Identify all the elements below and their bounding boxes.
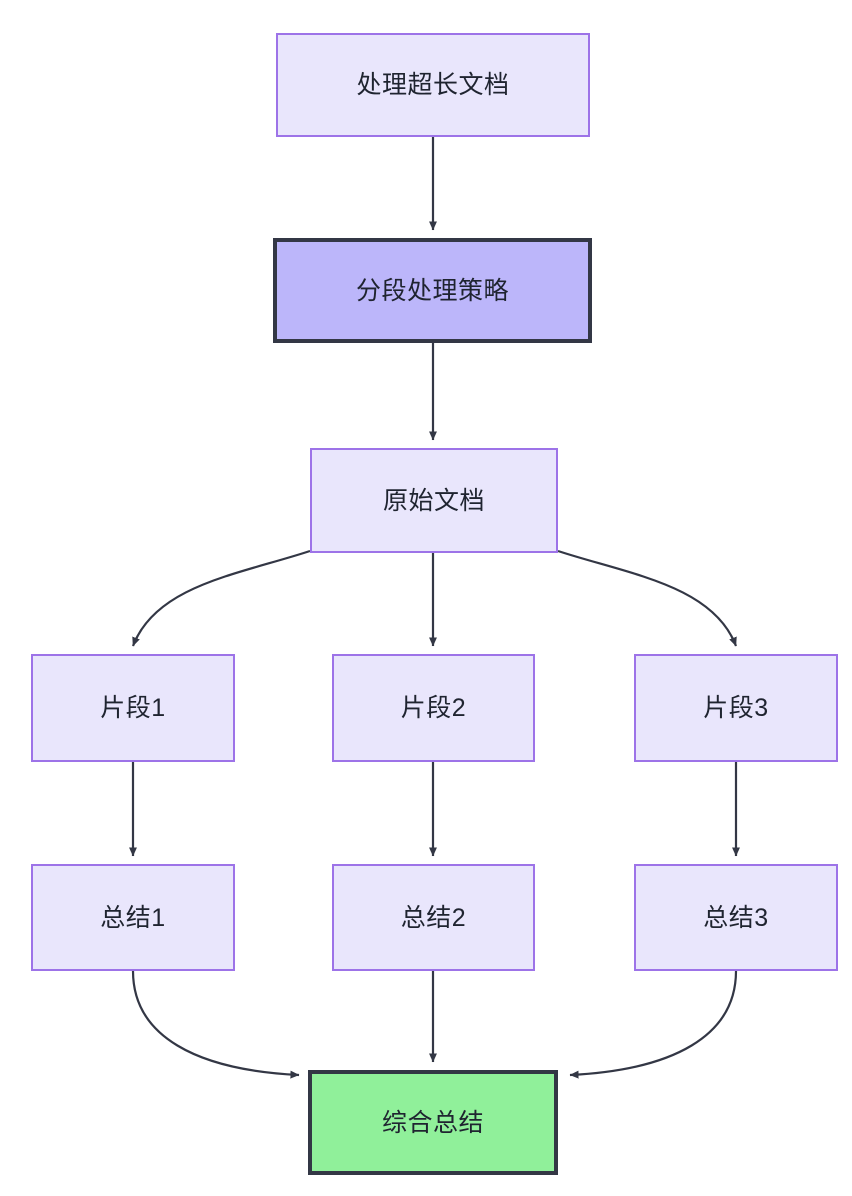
- node-chunk-3[interactable]: 片段3: [634, 654, 838, 762]
- node-long-doc[interactable]: 处理超长文档: [276, 33, 590, 137]
- node-strategy[interactable]: 分段处理策略: [273, 238, 592, 343]
- node-label: 综合总结: [381, 1108, 484, 1137]
- node-label: 总结3: [703, 903, 769, 932]
- node-label: 总结2: [400, 903, 467, 932]
- node-label: 片段1: [100, 694, 166, 722]
- node-chunk-2[interactable]: 片段2: [332, 654, 535, 762]
- node-summary-1[interactable]: 总结1: [31, 864, 235, 971]
- node-label: 处理超长文档: [356, 71, 510, 99]
- node-label: 总结1: [100, 903, 166, 932]
- node-chunk-1[interactable]: 片段1: [31, 654, 235, 762]
- node-source-doc[interactable]: 原始文档: [310, 448, 558, 553]
- node-label: 原始文档: [382, 486, 485, 515]
- node-final[interactable]: 综合总结: [308, 1070, 558, 1175]
- node-label: 分段处理策略: [355, 276, 509, 305]
- node-summary-3[interactable]: 总结3: [634, 864, 838, 971]
- edge-summary-1-to-final: [131, 970, 300, 1079]
- node-label: 片段3: [703, 694, 769, 722]
- edge-summary-3-to-final: [569, 970, 738, 1079]
- edge-source-doc-to-chunk-1: [131, 549, 311, 647]
- edge-source-doc-to-chunk-3: [557, 549, 738, 647]
- node-summary-2[interactable]: 总结2: [332, 864, 535, 971]
- node-label: 片段2: [400, 694, 467, 722]
